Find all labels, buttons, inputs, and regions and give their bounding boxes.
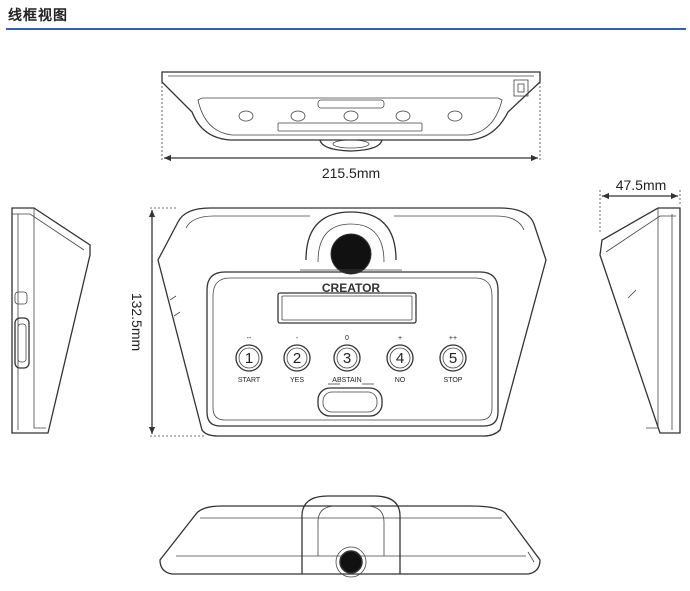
- button-ring[interactable]: [439, 344, 467, 372]
- button-ring[interactable]: [235, 344, 263, 372]
- header: 线框视图: [0, 0, 690, 36]
- button-inner-ring: [238, 347, 260, 369]
- button-label: STOP: [444, 377, 463, 384]
- height-dimension: 132.5mm: [129, 293, 145, 351]
- keypad-button-4[interactable]: +4NO: [386, 335, 414, 384]
- button-symbol: ++: [449, 335, 457, 342]
- brand-label: CREATOR: [322, 281, 381, 295]
- left-side-view: [11, 207, 91, 434]
- button-ring[interactable]: [386, 344, 414, 372]
- depth-dimension: 47.5mm: [616, 177, 667, 193]
- button-label: YES: [290, 377, 304, 384]
- page-title: 线框视图: [8, 8, 68, 24]
- button-number: 1: [245, 350, 253, 367]
- button-label: ABSTAIN: [332, 377, 361, 384]
- front-view: [148, 207, 547, 437]
- button-inner-ring: [286, 347, 308, 369]
- button-symbol: +: [398, 335, 402, 342]
- button-number: 3: [343, 350, 351, 367]
- button-inner-ring: [336, 347, 358, 369]
- button-symbol: 0: [345, 335, 349, 342]
- header-rule: [6, 28, 686, 30]
- button-number: 2: [293, 350, 301, 367]
- button-ring[interactable]: [283, 344, 311, 372]
- bottom-view: [159, 495, 541, 578]
- button-label: NO: [395, 377, 406, 384]
- button-inner-ring: [442, 347, 464, 369]
- top-view: [161, 71, 541, 162]
- right-side-view: [599, 190, 681, 434]
- width-dimension: 215.5mm: [322, 165, 380, 181]
- button-number: 4: [396, 350, 404, 367]
- button-ring[interactable]: [333, 344, 361, 372]
- button-symbol: --: [247, 335, 252, 342]
- button-symbol: -: [296, 335, 299, 342]
- button-number: 5: [449, 350, 457, 367]
- button-label: START: [238, 377, 261, 384]
- button-inner-ring: [389, 347, 411, 369]
